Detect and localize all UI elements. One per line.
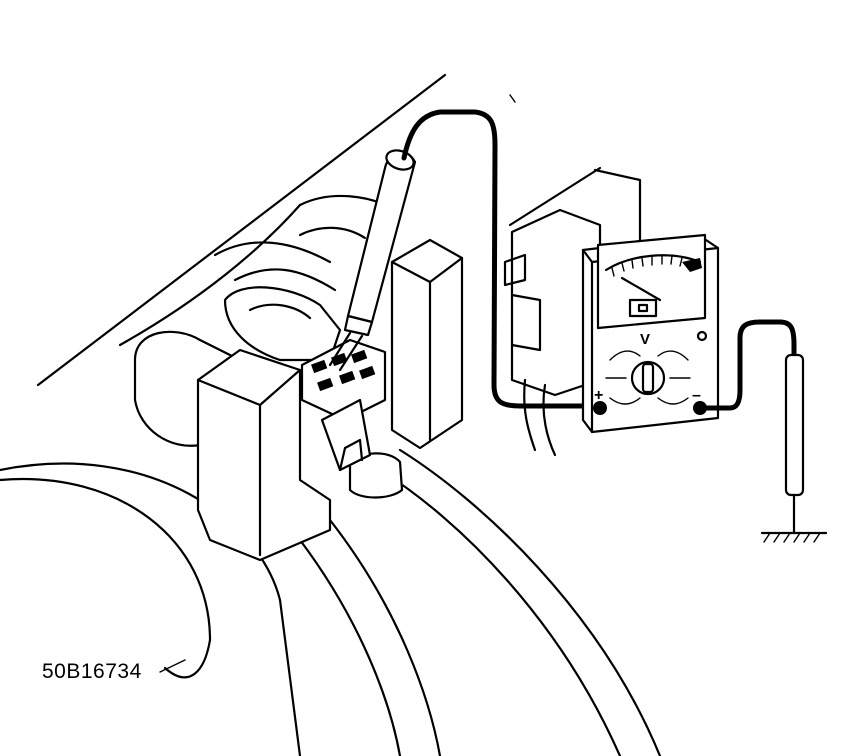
analog-gauge [596,233,707,330]
test-probe [328,149,417,372]
relay-box [390,238,464,450]
test-connector [300,338,387,472]
ground-symbol-icon [760,531,828,543]
positive-terminal-label: + [594,387,603,404]
negative-terminal-label: – [692,387,701,404]
foreground-hoses [0,448,662,756]
positive-terminal[interactable]: + [593,387,607,415]
multimeter: V + – [581,233,720,434]
ground-probe [784,353,805,534]
meter-unit-label: V [640,331,650,348]
negative-lead-wire [697,319,797,411]
engine-compartment [36,73,642,387]
positive-lead-wire [401,109,603,409]
figure-code-leader [159,659,186,673]
figure-code-label: 50B16734 [42,660,142,683]
range-selector-knob[interactable] [605,350,691,405]
connector-housing [196,348,332,562]
